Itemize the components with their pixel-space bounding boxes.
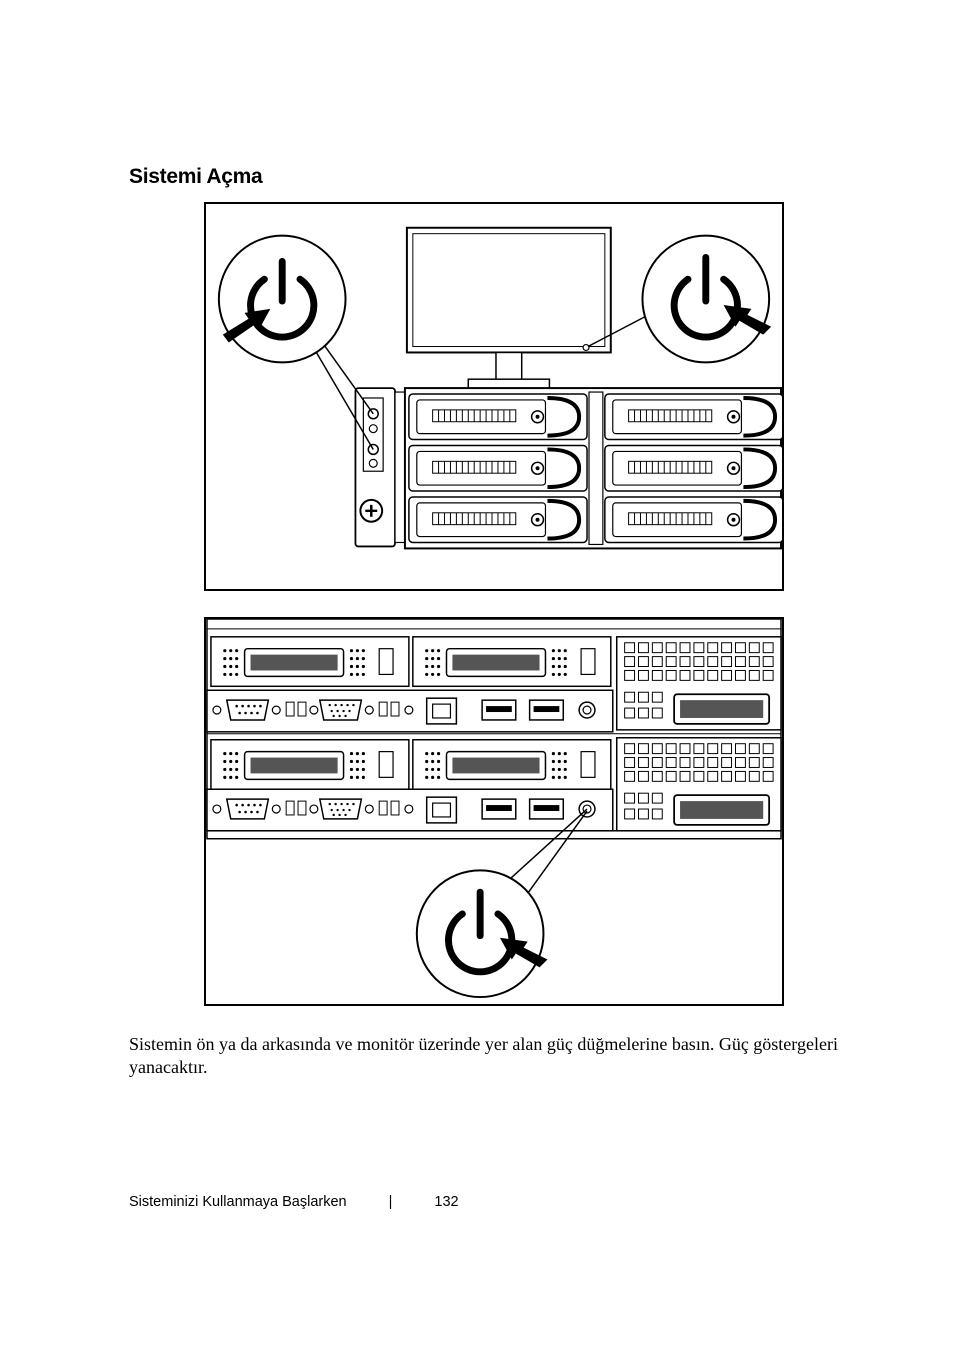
power-icon bbox=[217, 234, 347, 364]
server-front-icon bbox=[354, 387, 782, 550]
server-rear-illustration bbox=[206, 619, 782, 999]
section-title: Sistemi Açma bbox=[129, 165, 263, 188]
monitor-icon bbox=[405, 226, 612, 390]
instruction-paragraph: Sistemin ön ya da arkasında ve monitör ü… bbox=[129, 1034, 838, 1077]
server-rear-icon bbox=[206, 619, 782, 840]
power-icon bbox=[641, 234, 772, 364]
power-icon bbox=[415, 869, 548, 999]
page-footer: Sisteminizi Kullanmaya Başlarken | 132 bbox=[129, 1194, 459, 1210]
figure-rear-power bbox=[204, 617, 784, 1006]
figure-front-power bbox=[204, 202, 784, 591]
footer-title: Sisteminizi Kullanmaya Başlarken bbox=[129, 1194, 347, 1210]
footer-separator: | bbox=[388, 1194, 393, 1210]
server-front-illustration bbox=[217, 226, 782, 550]
page-number: 132 bbox=[434, 1194, 459, 1210]
